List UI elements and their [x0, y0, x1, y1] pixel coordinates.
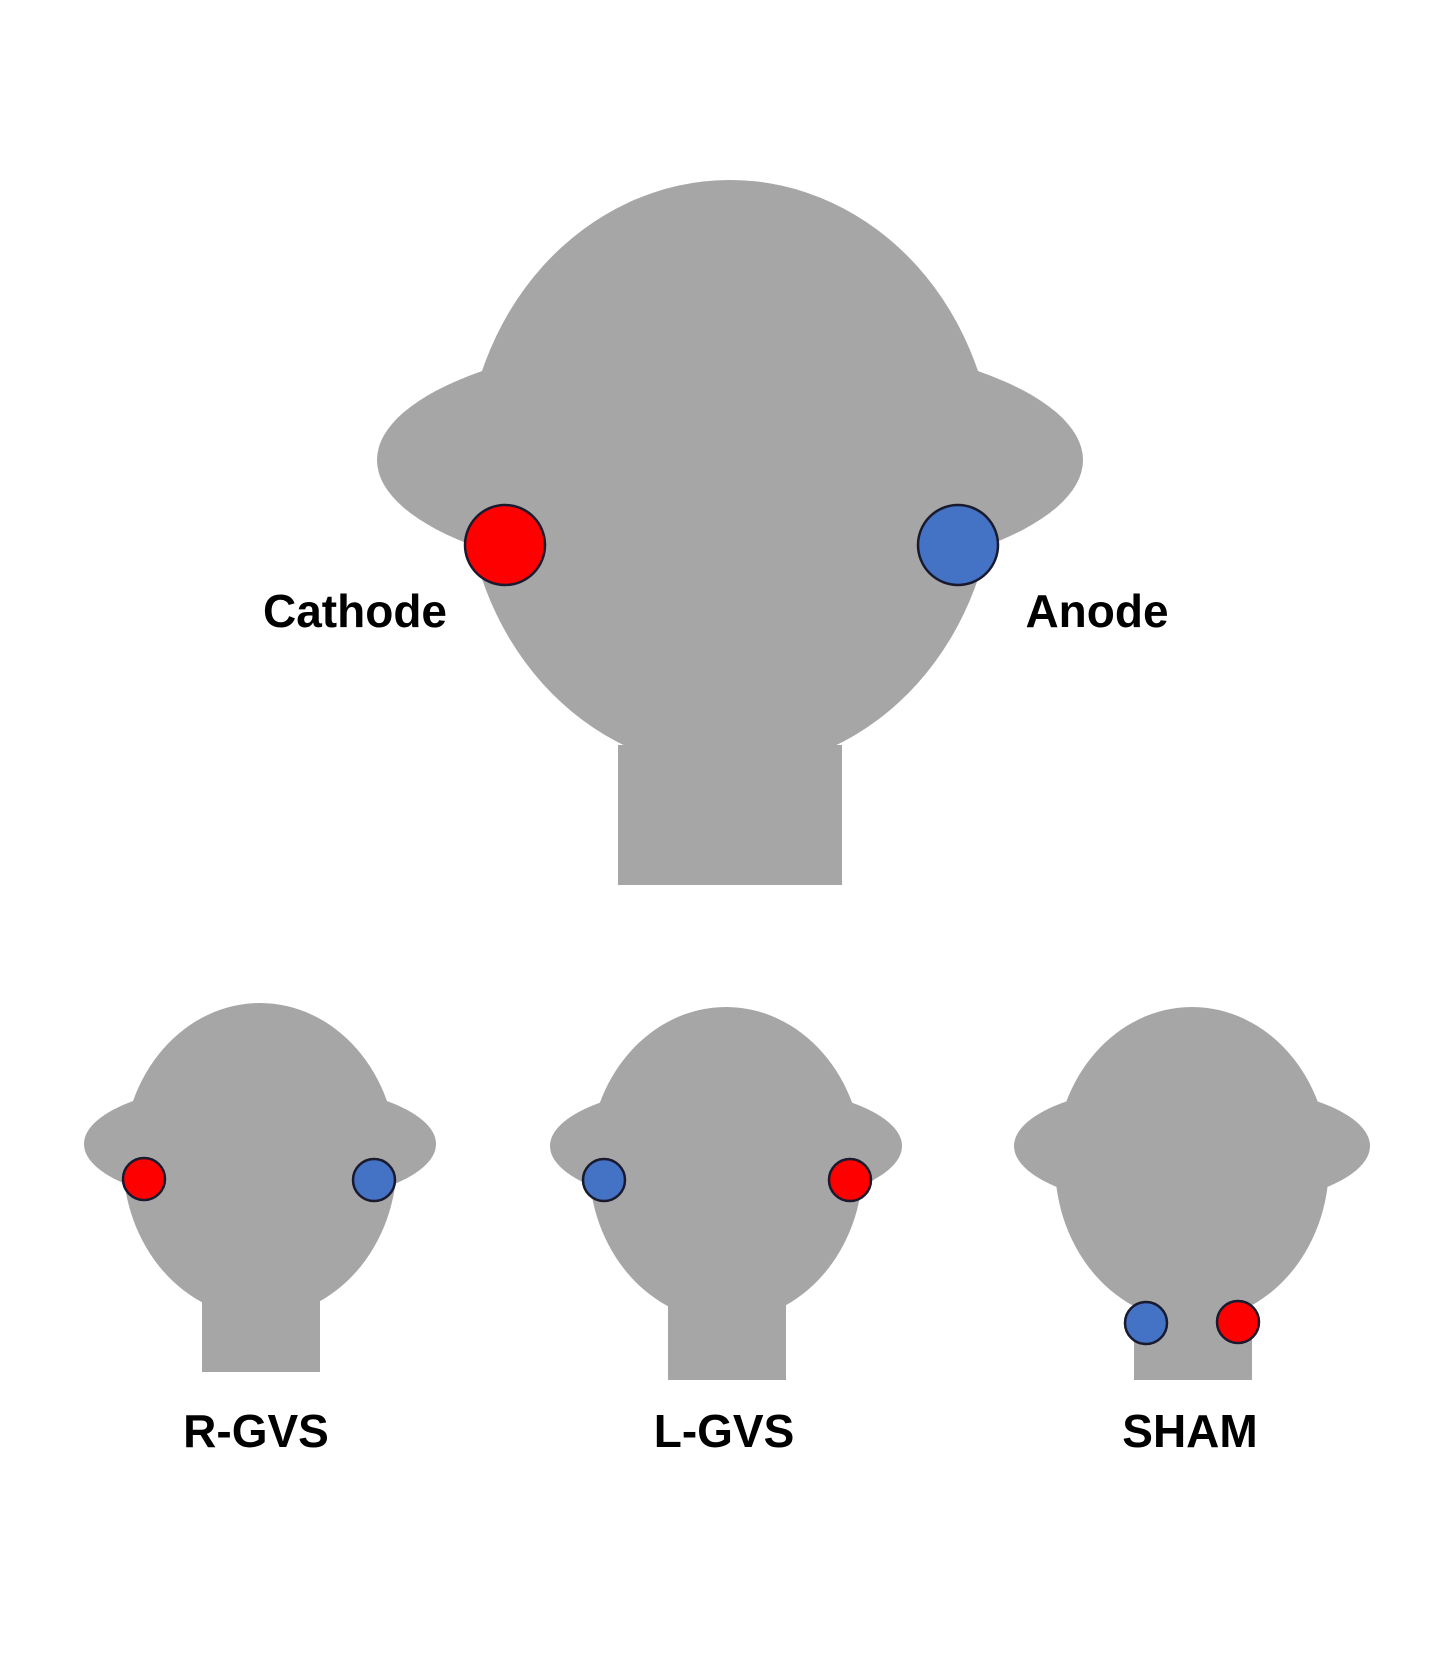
cathode-electrode: [827, 1157, 873, 1203]
cathode-electrode: [463, 503, 547, 587]
anode-electrode: [916, 503, 1000, 587]
reference-head: Cathode Anode: [263, 180, 1169, 885]
condition-sham: SHAM: [1014, 1007, 1370, 1457]
head-silhouette: [84, 1003, 436, 1372]
anode-label: Anode: [1025, 585, 1168, 637]
cathode-electrode: [121, 1156, 167, 1202]
head-silhouette: [1014, 1007, 1370, 1380]
cathode-label: Cathode: [263, 585, 447, 637]
head-neck: [618, 745, 842, 885]
anode-electrode: [1123, 1300, 1169, 1346]
anode-electrode: [581, 1157, 627, 1203]
head-cranium: [589, 1007, 863, 1321]
condition-label: SHAM: [1122, 1405, 1257, 1457]
head-cranium: [1055, 1007, 1329, 1321]
condition-r-gvs: R-GVS: [84, 1003, 436, 1457]
head-silhouette: [377, 180, 1083, 885]
condition-label: L-GVS: [654, 1405, 795, 1457]
anode-electrode: [351, 1157, 397, 1203]
head-neck: [202, 1292, 320, 1372]
head-cranium: [465, 180, 995, 770]
cathode-electrode: [1215, 1299, 1261, 1345]
head-silhouette: [550, 1007, 902, 1380]
head-neck: [668, 1300, 786, 1380]
head-cranium: [123, 1003, 397, 1317]
condition-l-gvs: L-GVS: [550, 1007, 902, 1457]
condition-label: R-GVS: [183, 1405, 329, 1457]
